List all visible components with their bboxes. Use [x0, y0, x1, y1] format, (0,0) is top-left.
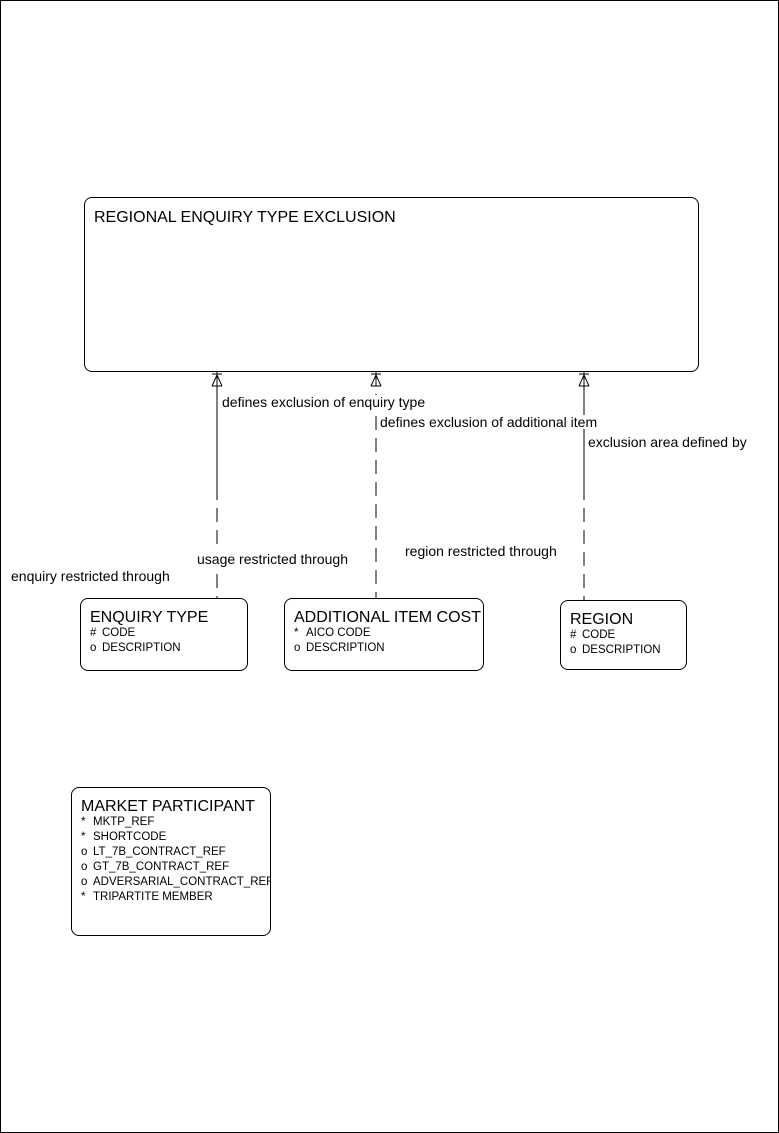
- label-region-restricted-through: region restricted through: [404, 543, 558, 559]
- entity-title: ADDITIONAL ITEM COST: [294, 609, 481, 626]
- attribute-name: CODE: [582, 629, 616, 641]
- label-enquiry-restricted-through: enquiry restricted through: [10, 568, 171, 584]
- attribute-mark: o: [294, 642, 301, 654]
- attribute-mark: o: [81, 861, 88, 873]
- attribute-name: MKTP_REF: [93, 816, 155, 828]
- attribute-mark: *: [294, 627, 299, 639]
- label-exclusion-area-defined-by: exclusion area defined by: [587, 434, 748, 450]
- label-usage-restricted-through: usage restricted through: [196, 551, 349, 567]
- label-defines-exclusion-enquiry-type: defines exclusion of enquiry type: [221, 394, 427, 410]
- label-defines-exclusion-additional-item: defines exclusion of additional item: [379, 414, 599, 430]
- attribute-row: # CODE: [90, 626, 181, 641]
- attribute-row: * TRIPARTITE MEMBER: [81, 890, 270, 905]
- attribute-name: AICO CODE: [306, 627, 371, 639]
- attribute-row: o DESCRIPTION: [294, 641, 385, 656]
- attribute-name: DESCRIPTION: [102, 642, 181, 654]
- attribute-mark: #: [90, 627, 97, 639]
- attribute-row: o LT_7B_CONTRACT_REF: [81, 845, 270, 860]
- attribute-name: ADVERSARIAL_CONTRACT_REF: [93, 876, 271, 888]
- entity-region[interactable]: REGION # CODE o DESCRIPTION: [560, 600, 687, 670]
- entity-additional-item-cost[interactable]: ADDITIONAL ITEM COST * AICO CODE o DESCRIP…: [284, 598, 484, 671]
- attribute-list: * MKTP_REF * SHORTCODE o LT_7B_CONTRACT_REF…: [81, 815, 271, 905]
- entity-market-participant[interactable]: MARKET PARTICIPANT * MKTP_REF * SHORTCODE …: [71, 787, 271, 936]
- crows-foot-additional: [370, 373, 382, 387]
- attribute-row: # CODE: [570, 628, 661, 643]
- attribute-list: # CODE o DESCRIPTION: [570, 628, 661, 658]
- attribute-mark: #: [570, 629, 577, 641]
- crows-foot-region: [578, 373, 590, 387]
- attribute-row: o GT_7B_CONTRACT_REF: [81, 860, 270, 875]
- entity-title: ENQUIRY TYPE: [90, 609, 209, 626]
- attribute-name: DESCRIPTION: [306, 642, 385, 654]
- attribute-name: LT_7B_CONTRACT_REF: [93, 846, 226, 858]
- relationship-region: [578, 372, 590, 600]
- attribute-mark: o: [81, 876, 88, 888]
- entity-title: REGION: [570, 611, 634, 628]
- attribute-mark: *: [81, 816, 86, 828]
- crows-foot-enquiry: [211, 373, 223, 387]
- entity-regional-enquiry-type-exclusion[interactable]: REGIONAL ENQUIRY TYPE EXCLUSION: [84, 197, 699, 372]
- attribute-list: # CODE o DESCRIPTION: [90, 626, 181, 656]
- attribute-row: o ADVERSARIAL_CONTRACT_REF: [81, 875, 271, 890]
- attribute-row: * SHORTCODE: [81, 830, 270, 845]
- entity-title: REGIONAL ENQUIRY TYPE EXCLUSION: [94, 209, 396, 226]
- attribute-name: SHORTCODE: [93, 831, 167, 843]
- entity-enquiry-type[interactable]: ENQUIRY TYPE # CODE o DESCRIPTION: [80, 598, 248, 671]
- attribute-row: o DESCRIPTION: [90, 641, 181, 656]
- attribute-row: o DESCRIPTION: [570, 643, 661, 658]
- attribute-mark: o: [81, 846, 88, 858]
- attribute-mark: o: [90, 642, 97, 654]
- attribute-name: GT_7B_CONTRACT_REF: [93, 861, 230, 873]
- attribute-name: TRIPARTITE MEMBER: [93, 891, 213, 903]
- attribute-mark: *: [81, 831, 86, 843]
- attribute-list: * AICO CODE o DESCRIPTION: [294, 626, 385, 656]
- attribute-row: * AICO CODE: [294, 626, 385, 641]
- relationship-additional-item-cost: [370, 372, 382, 598]
- attribute-name: CODE: [102, 627, 136, 639]
- attribute-mark: *: [81, 891, 86, 903]
- attribute-mark: o: [570, 644, 577, 656]
- attribute-row: * MKTP_REF: [81, 815, 270, 830]
- relationship-enquiry-type: [211, 372, 223, 598]
- attribute-name: DESCRIPTION: [582, 644, 661, 656]
- entity-title: MARKET PARTICIPANT: [81, 798, 255, 815]
